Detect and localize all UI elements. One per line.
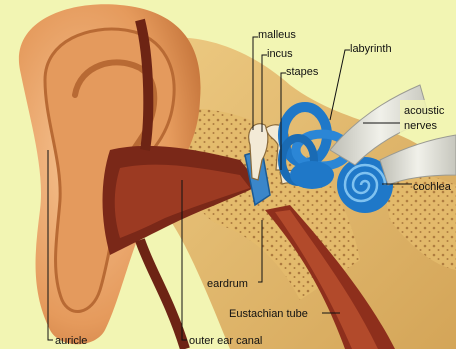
label-stapes: stapes	[286, 66, 319, 78]
label-acoustic: acoustic	[404, 105, 445, 117]
label-malleus: malleus	[258, 29, 296, 41]
label-nerves: nerves	[404, 120, 438, 132]
label-auricle: auricle	[55, 335, 87, 347]
label-labyrinth: labyrinth	[350, 43, 392, 55]
label-outer-ear-canal: outer ear canal	[189, 335, 262, 347]
label-incus: incus	[267, 48, 293, 60]
label-eardrum: eardrum	[207, 278, 248, 290]
label-cochlea: cochlea	[413, 181, 452, 193]
label-eustachian-tube: Eustachian tube	[229, 308, 308, 320]
